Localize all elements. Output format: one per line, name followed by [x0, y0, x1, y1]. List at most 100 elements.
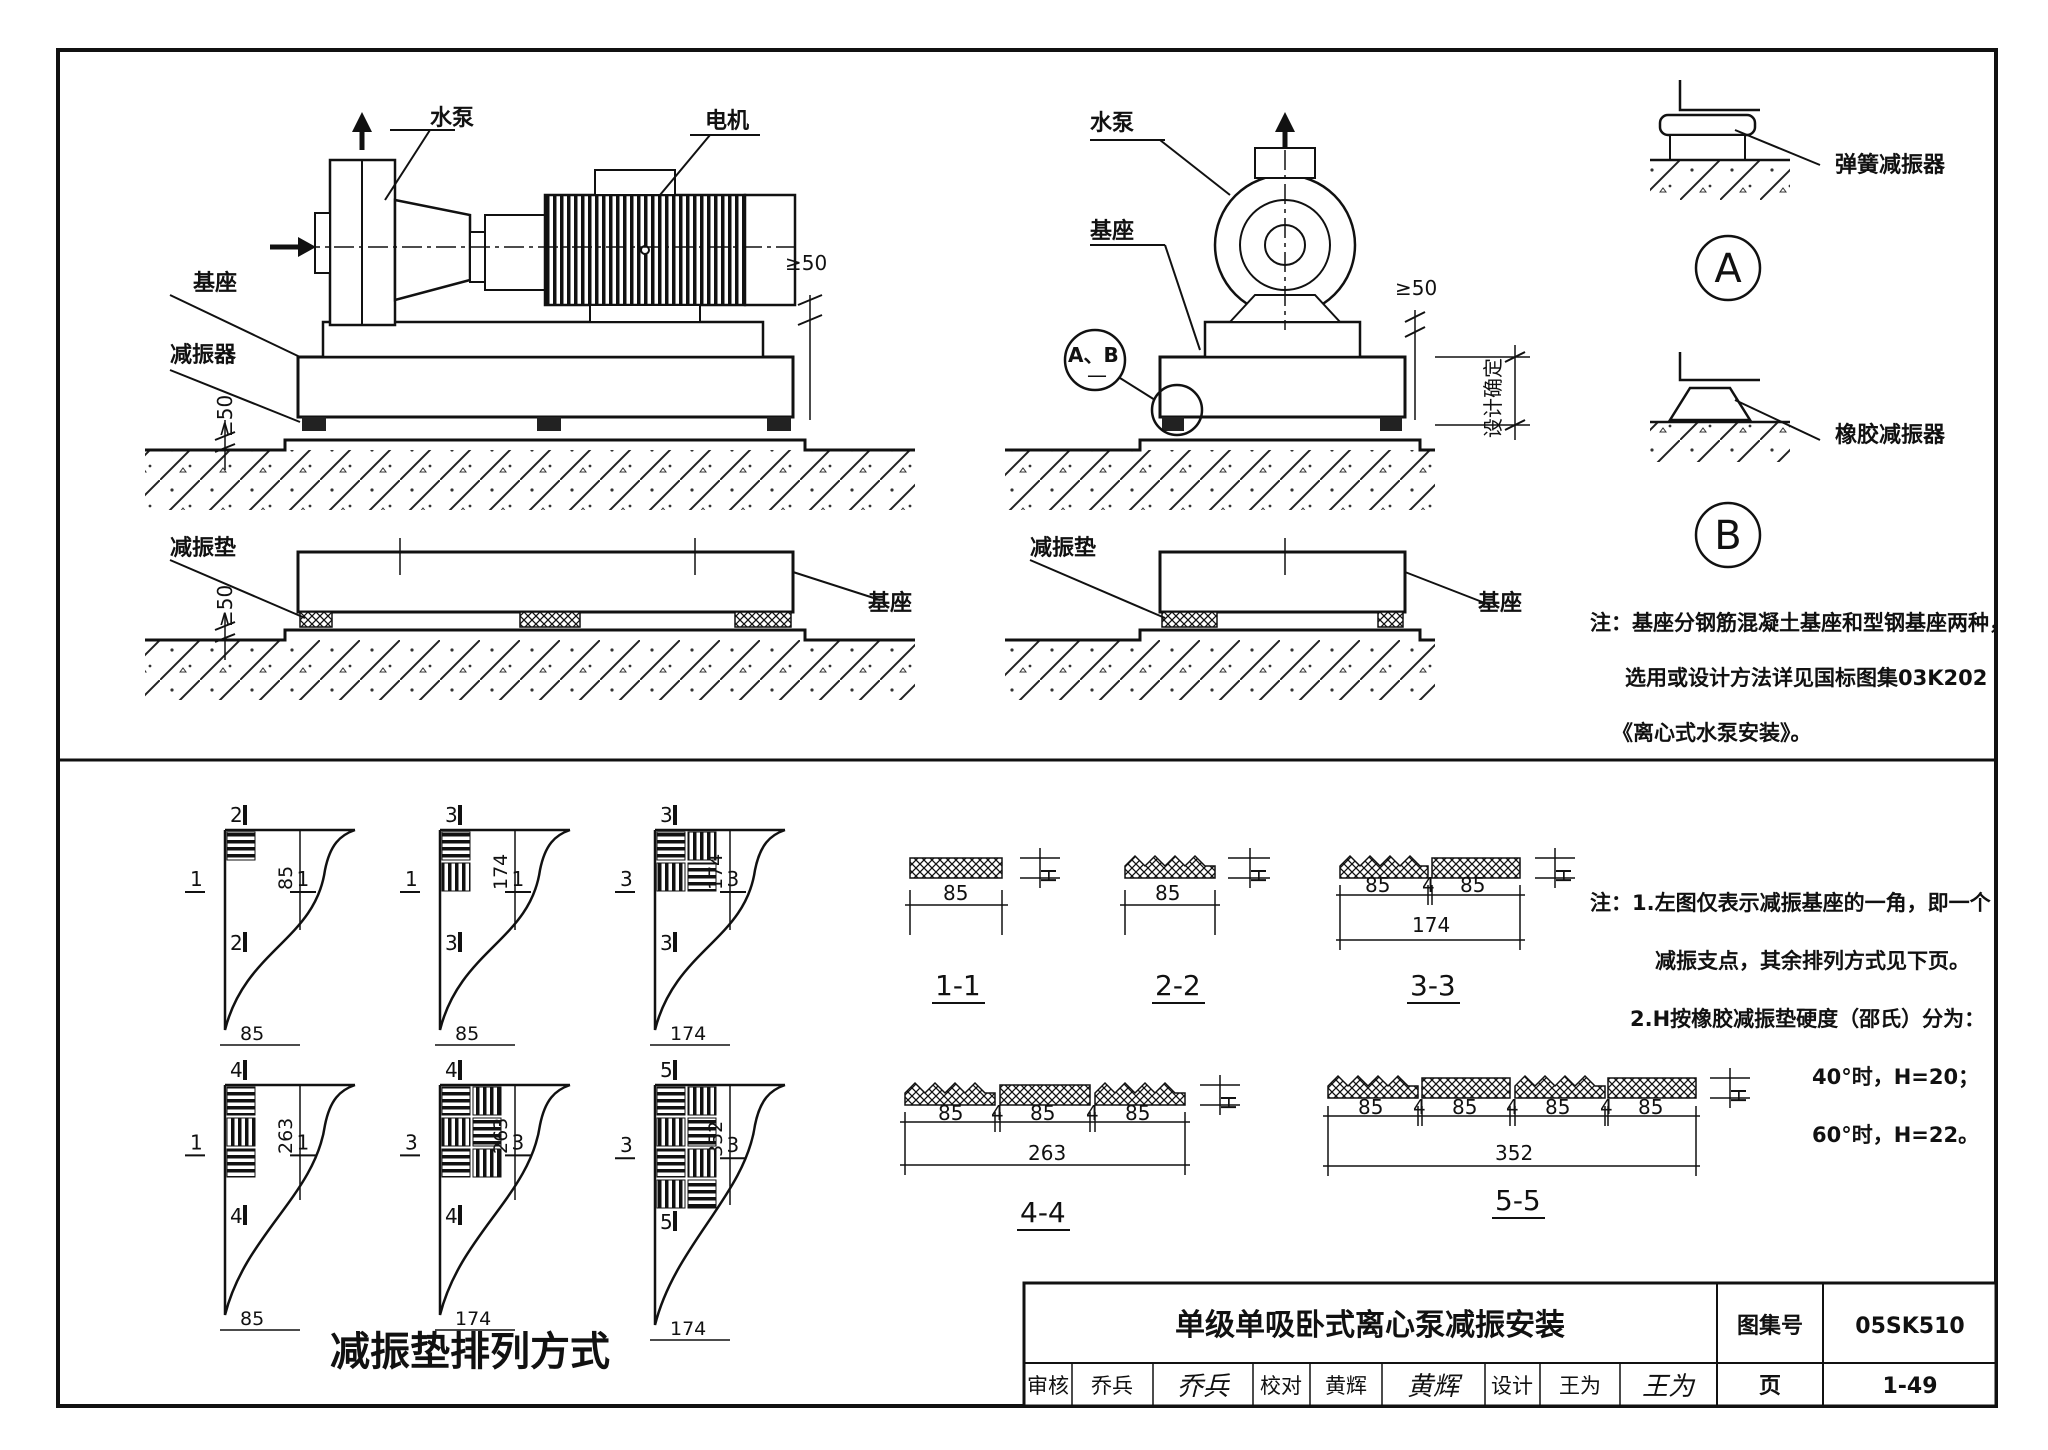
side-view-pads: 减振垫 基座 ≥50: [145, 535, 915, 700]
detail-a-letter: A: [1714, 246, 1742, 292]
s55-h: H: [1726, 1088, 1750, 1103]
pad-block: [656, 831, 686, 861]
dim-vertical: 174: [490, 854, 512, 890]
s11-label: 1-1: [935, 969, 981, 1002]
pad-block: [472, 1086, 502, 1116]
detail-b: 橡胶减振器 B: [1650, 352, 1946, 569]
dim-vertical: 352: [705, 1121, 727, 1157]
pad-block: [656, 1086, 686, 1116]
dim-vertical: 263: [275, 1118, 297, 1154]
s33-label: 3-3: [1410, 969, 1456, 1002]
section-mark-left: 1: [190, 1130, 203, 1154]
pad-block: [441, 862, 471, 892]
bottom-note: 注：1.左图仅表示减振基座的一角，即一个 减振支点，其余排列方式见下页。 2.H…: [1590, 891, 1992, 1147]
s55-c: 85: [1545, 1095, 1570, 1119]
pad-block: [656, 1117, 686, 1147]
section-mark-right: 1: [512, 867, 525, 891]
design-label: 设计: [1491, 1374, 1533, 1398]
label-isolator: 减振器: [170, 342, 237, 368]
s55-g2: 4: [1506, 1095, 1519, 1119]
corner-outline: [653, 1083, 786, 1326]
pad-block: [656, 1179, 686, 1209]
pad-block: [226, 831, 256, 861]
s55-g3: 4: [1600, 1095, 1613, 1119]
dim-horizontal: 174: [670, 1023, 706, 1045]
label-spring-isolator: 弹簧减振器: [1835, 152, 1946, 178]
dim-vertical: 85: [275, 866, 297, 890]
s22-h: H: [1246, 868, 1270, 883]
s44-h: H: [1216, 1095, 1240, 1110]
page-label: 页: [1759, 1374, 1781, 1399]
dim-horizontal: 85: [240, 1308, 264, 1330]
s44-total: 263: [1028, 1141, 1066, 1165]
section-mark-top: 4: [230, 1058, 243, 1082]
s33-b: 85: [1460, 873, 1485, 897]
corner-outline: [223, 1083, 356, 1316]
detail-a: 弹簧减振器 A: [1650, 80, 1946, 302]
bottom-note-line2: 减振支点，其余排列方式见下页。: [1655, 949, 1970, 973]
section-mark-bottom: 3: [660, 931, 673, 955]
atlas-number: 05SK510: [1855, 1314, 1964, 1339]
section-mark-right: 3: [727, 1133, 740, 1157]
dim-left-pad: ≥50: [213, 585, 237, 627]
dim-design: 设计确定: [1481, 358, 1505, 438]
section-mark-right: 1: [297, 1130, 310, 1154]
pad-block: [441, 831, 471, 861]
pad-block: [687, 1086, 717, 1116]
s55-g1: 4: [1413, 1095, 1426, 1119]
corner-outline: [438, 1083, 571, 1316]
pad-block: [687, 1117, 717, 1147]
top-note: 注：基座分钢筋混凝土基座和型钢基座两种， 选用或设计方法详见国标图集03K202…: [1590, 611, 2010, 745]
s44-g1: 4: [991, 1101, 1004, 1125]
reviewer-name: 乔兵: [1091, 1374, 1133, 1398]
end-view-pads: 减振垫 基座: [1005, 535, 1522, 700]
section-mark-top: 4: [445, 1058, 458, 1082]
page-number: 1-49: [1882, 1374, 1937, 1399]
label-pad-end: 减振垫: [1030, 535, 1096, 561]
label-rubber-isolator: 橡胶减振器: [1835, 422, 1946, 448]
pad-block: [226, 1117, 256, 1147]
callout-ab: A、B: [1068, 343, 1119, 367]
s44-b: 85: [1030, 1101, 1055, 1125]
pad-block: [226, 1148, 256, 1178]
s55-d: 85: [1638, 1095, 1663, 1119]
section-mark-left: 3: [620, 867, 633, 891]
dim-horizontal: 174: [455, 1308, 491, 1330]
pad-block: [441, 1086, 471, 1116]
bottom-note-line1: 注：1.左图仅表示减振基座的一角，即一个: [1590, 891, 1992, 915]
s44-g2: 4: [1086, 1101, 1099, 1125]
dim-top-end: ≥50: [1395, 276, 1437, 300]
section-mark-left: 1: [190, 867, 203, 891]
label-pump-end: 水泵: [1090, 111, 1134, 136]
s33-h: H: [1551, 868, 1575, 883]
section-mark-right: 1: [297, 867, 310, 891]
top-note-line1: 注：基座分钢筋混凝土基座和型钢基座两种，: [1590, 611, 2010, 635]
s55-b: 85: [1452, 1095, 1477, 1119]
s33-a: 85: [1365, 873, 1390, 897]
reviewer-signature: 乔兵: [1177, 1372, 1230, 1402]
pad-block: [226, 1086, 256, 1116]
callout-ab-sub: —: [1087, 363, 1107, 387]
dim-horizontal: 85: [240, 1023, 264, 1045]
dim-horizontal: 174: [670, 1318, 706, 1340]
bottom-note-line4: 40°时，H=20；: [1812, 1065, 1979, 1089]
bottom-note-line3: 2.H按橡胶减振垫硬度（邵氏）分为：: [1630, 1007, 1985, 1031]
section-mark-bottom: 3: [445, 931, 458, 955]
pad-block: [472, 1148, 502, 1178]
arrangement-title: 减振垫排列方式: [330, 1329, 610, 1375]
end-view-isolator: 水泵 基座 A、B — ≥50 设计确定: [1005, 111, 1530, 510]
designer-name: 王为: [1559, 1374, 1601, 1398]
side-view-isolator: 水泵 电机 基座 减振器 ≥50 ≥50: [145, 106, 915, 510]
label-pad: 减振垫: [170, 535, 236, 561]
section-mark-bottom: 4: [445, 1204, 458, 1228]
corner-outline: [653, 828, 786, 1031]
s55-label: 5-5: [1495, 1184, 1541, 1217]
pad-block: [656, 862, 686, 892]
s22-label: 2-2: [1155, 969, 1201, 1002]
s44-c: 85: [1125, 1101, 1150, 1125]
pad-block: [687, 831, 717, 861]
